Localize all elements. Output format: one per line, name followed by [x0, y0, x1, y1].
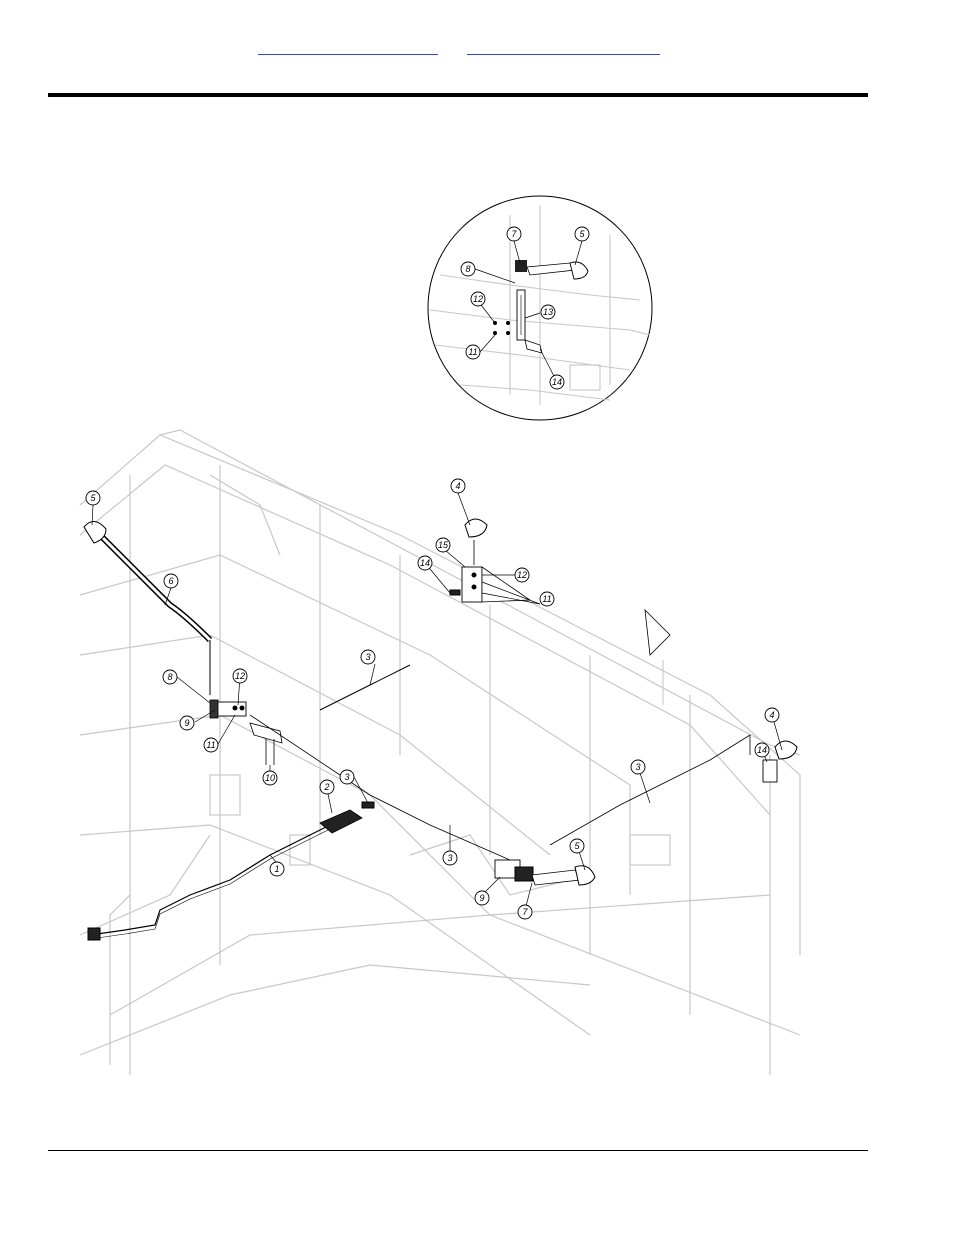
- callout-2: 2: [319, 779, 335, 795]
- callout-label: 12: [517, 570, 527, 580]
- callout-3-upper: 3: [360, 649, 376, 665]
- callout-label: 4: [455, 481, 460, 491]
- callout-9-right: 9: [474, 890, 490, 906]
- callout-label: 15: [438, 540, 449, 550]
- detail-inset: [427, 195, 653, 421]
- callout-label: 3: [635, 762, 640, 772]
- callout-label: 7: [511, 229, 517, 239]
- implement-frame: [79, 429, 801, 1075]
- callout-5-right: 5: [569, 838, 585, 854]
- callout-3-right: 3: [630, 759, 646, 775]
- callout-4-right: 4: [764, 707, 780, 723]
- callout-label: 12: [235, 671, 245, 681]
- callout-14-center: 14: [417, 555, 433, 571]
- callout-label: 7: [522, 907, 528, 917]
- callout-11-center: 11: [539, 591, 555, 607]
- callout-label: 14: [420, 558, 430, 568]
- callout-3-mid: 3: [339, 769, 355, 785]
- callout-label: 11: [468, 347, 477, 357]
- marker-components: [83, 518, 798, 941]
- callout-7-inset: 7: [506, 226, 522, 242]
- callout-label: 5: [90, 493, 96, 503]
- callout-5-inset: 5: [574, 226, 590, 242]
- callout-label: 10: [265, 773, 275, 783]
- callout-label: 12: [473, 294, 483, 304]
- callout-8-inset: 8: [460, 261, 476, 277]
- callout-label: 3: [447, 853, 452, 863]
- callout-15: 15: [435, 537, 451, 553]
- callout-13-inset: 13: [540, 304, 556, 320]
- callout-label: 3: [365, 652, 370, 662]
- header-link-1[interactable]: [258, 40, 438, 55]
- callout-14-right: 14: [754, 742, 770, 758]
- callout-label: 6: [168, 576, 173, 586]
- callout-12-inset: 12: [470, 291, 486, 307]
- callout-5-left: 5: [85, 490, 101, 506]
- callout-14-inset: 14: [549, 374, 565, 390]
- callouts: 7 5 8 12 13 11 14 5 4 15 14 12 11 6 3 8 …: [85, 226, 780, 920]
- callout-6: 6: [163, 573, 179, 589]
- callout-label: 1: [274, 864, 279, 874]
- callout-label: 14: [552, 377, 562, 387]
- callout-11-left: 11: [203, 737, 219, 753]
- parts-diagram: 7 5 8 12 13 11 14 5 4 15 14 12 11 6 3 8 …: [79, 195, 801, 1075]
- callout-label: 11: [206, 740, 215, 750]
- callout-label: 5: [579, 229, 585, 239]
- callout-11-inset: 11: [465, 344, 481, 360]
- callout-label: 4: [769, 710, 774, 720]
- callout-12-left: 12: [232, 668, 248, 684]
- callout-label: 5: [574, 841, 580, 851]
- callout-8-left: 8: [162, 669, 178, 685]
- callout-1: 1: [269, 861, 285, 877]
- callout-label: 2: [323, 782, 329, 792]
- callout-label: 9: [184, 718, 189, 728]
- callout-label: 8: [167, 672, 172, 682]
- callout-12-center: 12: [514, 567, 530, 583]
- callout-label: 3: [344, 772, 349, 782]
- callout-label: 11: [542, 594, 551, 604]
- callout-3-lower: 3: [442, 850, 458, 866]
- callout-7-right: 7: [517, 904, 533, 920]
- header-rule: [48, 93, 868, 97]
- callout-label: 8: [465, 264, 470, 274]
- callout-label: 14: [757, 745, 767, 755]
- footer-rule: [48, 1150, 868, 1151]
- callout-label: 13: [543, 307, 553, 317]
- callout-label: 9: [479, 893, 484, 903]
- callout-10: 10: [262, 770, 278, 786]
- header-link-2[interactable]: [467, 40, 660, 55]
- callout-9-left: 9: [179, 715, 195, 731]
- callout-4-center: 4: [450, 478, 466, 494]
